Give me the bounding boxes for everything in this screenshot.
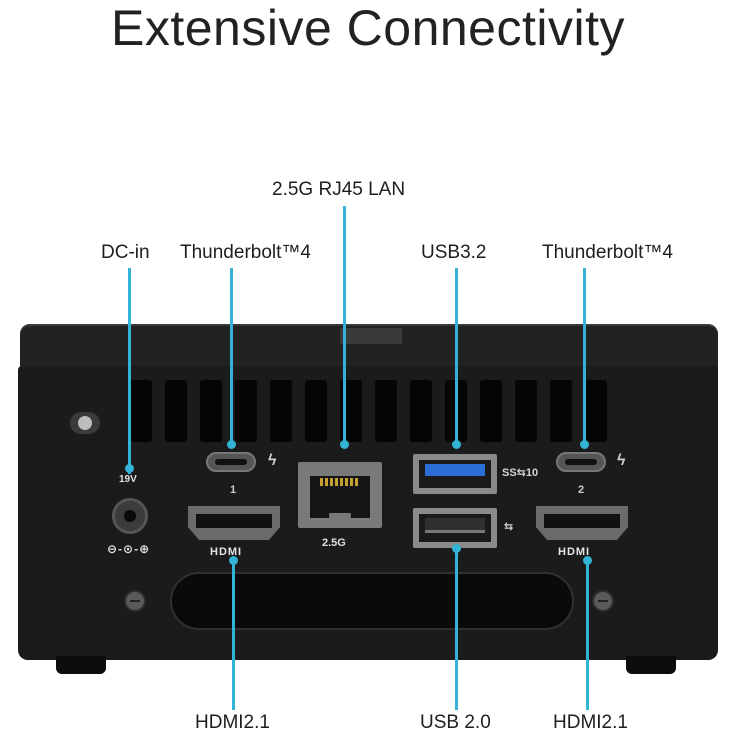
hdmi-logo: HDMI xyxy=(210,546,243,558)
screw-icon xyxy=(124,590,146,612)
vent-slot xyxy=(165,380,187,442)
usb-icon: ⇆ xyxy=(504,521,514,533)
port-number-2: 2 xyxy=(578,484,585,496)
label-usb32: USB3.2 xyxy=(421,242,487,263)
rj45-pins xyxy=(320,478,360,486)
port-cover-plate xyxy=(170,572,574,630)
hdmi-port-1 xyxy=(188,506,280,540)
leader-dot xyxy=(229,556,238,565)
kensington-lock-icon xyxy=(70,412,100,434)
dc-in-port xyxy=(112,498,148,534)
dc-polarity-icon: ⊖-⊙-⊕ xyxy=(107,542,151,556)
thunderbolt-bolt-icon: ϟ xyxy=(617,452,626,469)
lan-speed-marking: 2.5G xyxy=(322,537,346,549)
leader-line-usb32 xyxy=(455,268,458,446)
label-dc-in: DC-in xyxy=(101,242,150,263)
hdmi-logo: HDMI xyxy=(558,546,591,558)
vent-slot xyxy=(375,380,397,442)
page-title: Extensive Connectivity xyxy=(110,0,625,56)
label-lan: 2.5G RJ45 LAN xyxy=(272,179,406,200)
leader-dot xyxy=(452,440,461,449)
leader-dot xyxy=(227,440,236,449)
device-foot xyxy=(626,656,676,674)
vent-slot xyxy=(130,380,152,442)
leader-line-hdmi-left xyxy=(232,560,235,710)
leader-line-thunderbolt-right xyxy=(583,268,586,446)
screw-icon xyxy=(592,590,614,612)
leader-line-dc-in xyxy=(128,268,131,474)
leader-line-hdmi-right xyxy=(586,560,589,710)
leader-line-usb20 xyxy=(455,548,458,710)
vent-slot xyxy=(200,380,222,442)
usb3-blue-tongue xyxy=(425,464,485,476)
hdmi-port-2 xyxy=(536,506,628,540)
thunderbolt-port-2 xyxy=(556,452,606,472)
vent-slot xyxy=(270,380,292,442)
thunderbolt-port-1 xyxy=(206,452,256,472)
vent-slot xyxy=(235,380,257,442)
vent-slot xyxy=(585,380,607,442)
label-usb20: USB 2.0 xyxy=(420,712,491,733)
vent-slot xyxy=(480,380,502,442)
vent-slot xyxy=(410,380,432,442)
vent-slot xyxy=(515,380,537,442)
label-thunderbolt-right: Thunderbolt™4 xyxy=(542,242,673,263)
thunderbolt-bolt-icon: ϟ xyxy=(268,452,277,469)
port-number-1: 1 xyxy=(230,484,237,496)
label-thunderbolt-left: Thunderbolt™4 xyxy=(180,242,311,263)
device-foot xyxy=(56,656,106,674)
vent-slot xyxy=(305,380,327,442)
dc-voltage-marking: 19V xyxy=(119,474,137,485)
vent-slot xyxy=(550,380,572,442)
leader-line-lan xyxy=(343,206,346,446)
label-hdmi-left: HDMI2.1 xyxy=(195,712,270,733)
leader-line-thunderbolt-left xyxy=(230,268,233,446)
leader-dot xyxy=(580,440,589,449)
label-hdmi-right: HDMI2.1 xyxy=(553,712,628,733)
leader-dot xyxy=(125,464,134,473)
leader-dot xyxy=(583,556,592,565)
usb2-tongue xyxy=(425,518,485,533)
lid-notch xyxy=(340,328,402,344)
usb-superspeed-icon: SS⇆10 xyxy=(502,467,539,479)
leader-dot xyxy=(452,544,461,553)
leader-dot xyxy=(340,440,349,449)
